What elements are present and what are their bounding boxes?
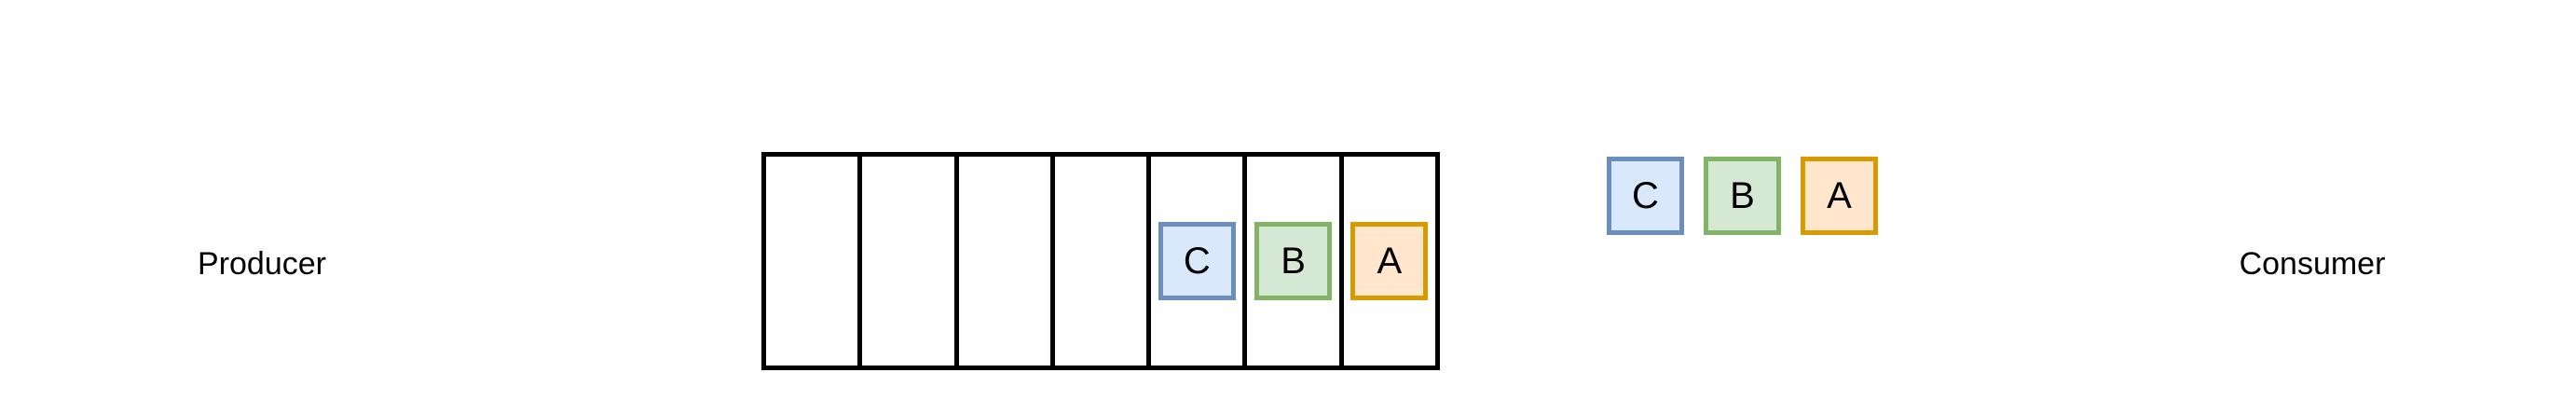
message-tile-c[interactable]: C xyxy=(1158,222,1236,300)
buffer-cell-5[interactable]: C xyxy=(1151,157,1248,366)
buffer-cell-6[interactable]: B xyxy=(1247,157,1344,366)
producer-box[interactable]: Producer xyxy=(37,155,486,373)
inflight-message-b[interactable]: B xyxy=(1704,157,1781,235)
buffer-cell-7[interactable]: A xyxy=(1343,157,1435,366)
buffer-cell-3[interactable] xyxy=(958,157,1055,366)
message-tile-a[interactable]: A xyxy=(1350,222,1429,300)
inflight-message-a[interactable]: A xyxy=(1801,157,1878,235)
buffer-cell-4[interactable] xyxy=(1054,157,1152,366)
inflight-message-group: C B A xyxy=(1607,157,1879,235)
message-tile-b[interactable]: B xyxy=(1254,222,1333,300)
buffer-queue[interactable]: C B A xyxy=(761,152,1440,370)
consumer-label: Consumer xyxy=(2239,246,2386,282)
buffer-cell-1[interactable] xyxy=(766,157,863,366)
inflight-message-c[interactable]: C xyxy=(1607,157,1684,235)
buffer-cell-2[interactable] xyxy=(862,157,959,366)
producer-label: Producer xyxy=(198,246,326,282)
consumer-box[interactable]: Consumer xyxy=(2088,155,2537,373)
